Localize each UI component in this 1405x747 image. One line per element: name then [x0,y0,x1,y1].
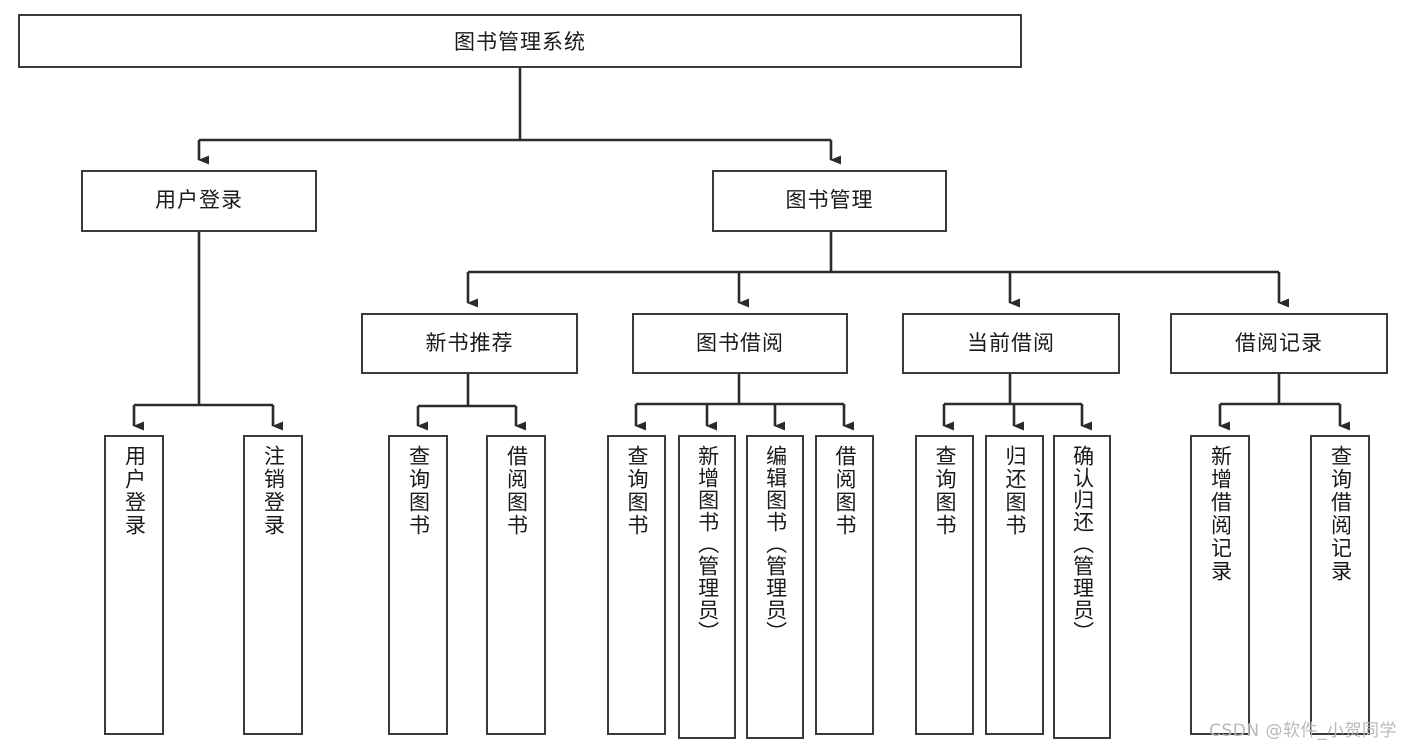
node-label: 新增图书（管理员） [695,445,720,643]
node-label: 借阅图书 [832,445,857,537]
node-label: 用户登录 [122,445,147,537]
node-label: 查询图书 [406,445,431,537]
node-label: 查询借阅记录 [1328,445,1353,583]
node-leaf-8[interactable]: 借阅图书 [815,435,874,735]
node-level2-1[interactable]: 用户登录 [81,170,317,232]
edges-level2-to-level3 [466,232,1289,308]
node-label: 新书推荐 [425,330,514,355]
node-root-system[interactable]: 图书管理系统 [18,14,1022,68]
node-label: 图书借阅 [696,330,784,355]
node-leaf-11[interactable]: 确认归还（管理员） [1053,435,1111,739]
node-leaf-4[interactable]: 借阅图书 [486,435,546,735]
edges-current-to-leaves [942,374,1092,431]
node-leaf-13[interactable]: 查询借阅记录 [1310,435,1370,735]
node-label: 借阅记录 [1235,330,1323,355]
edges-borrow-to-leaves [634,374,854,431]
edges-root-to-level2 [197,68,841,165]
node-label: 当前借阅 [967,330,1055,355]
node-label: 注销登录 [261,445,286,537]
node-root-label: 图书管理系统 [454,30,586,54]
node-level3-4[interactable]: 借阅记录 [1170,313,1388,374]
node-label: 确认归还（管理员） [1070,445,1095,643]
node-label: 新增借阅记录 [1208,445,1233,583]
node-label: 查询图书 [932,445,957,537]
edges-newbook-to-leaves [416,374,526,431]
node-leaf-10[interactable]: 归还图书 [985,435,1044,735]
node-label: 查询图书 [624,445,649,537]
node-leaf-12[interactable]: 新增借阅记录 [1190,435,1250,735]
node-label: 编辑图书（管理员） [763,445,788,643]
node-level3-3[interactable]: 当前借阅 [902,313,1120,374]
node-label: 用户登录 [155,188,243,213]
node-label: 借阅图书 [504,445,529,537]
node-leaf-6[interactable]: 新增图书（管理员） [678,435,736,739]
node-leaf-3[interactable]: 查询图书 [388,435,448,735]
node-leaf-2[interactable]: 注销登录 [243,435,303,735]
edges-userlogin-to-leaves [132,232,283,431]
node-leaf-7[interactable]: 编辑图书（管理员） [746,435,804,739]
node-level2-2[interactable]: 图书管理 [712,170,947,232]
node-level3-2[interactable]: 图书借阅 [632,313,848,374]
edges-record-to-leaves [1218,374,1350,431]
node-label: 归还图书 [1002,445,1027,537]
node-level3-1[interactable]: 新书推荐 [361,313,578,374]
node-leaf-5[interactable]: 查询图书 [607,435,666,735]
node-leaf-1[interactable]: 用户登录 [104,435,164,735]
node-label: 图书管理 [785,188,874,213]
node-leaf-9[interactable]: 查询图书 [915,435,974,735]
